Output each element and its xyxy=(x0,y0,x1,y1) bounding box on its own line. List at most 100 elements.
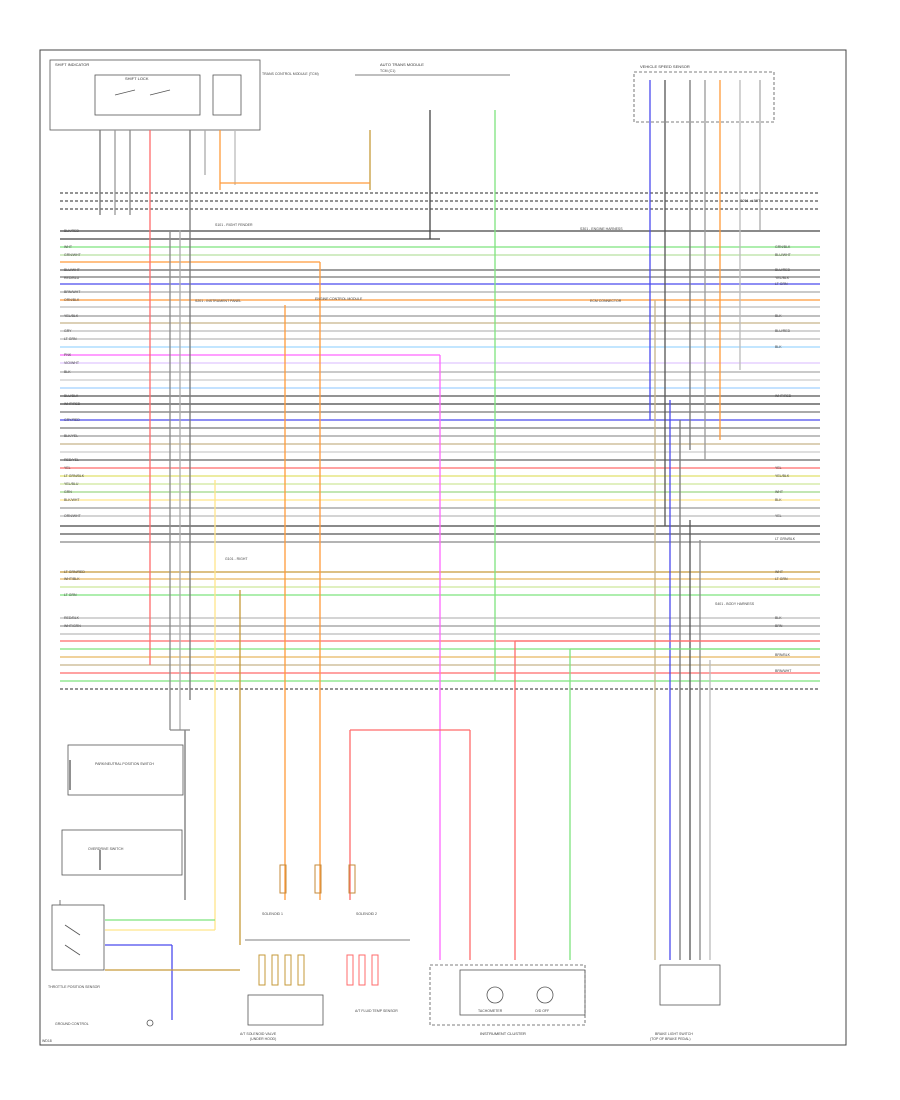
bottom-right-sub: (TOP OF BRAKE PEDAL) xyxy=(650,1037,691,1041)
right-wire-label: BLU/RED xyxy=(775,268,791,272)
left-wire-label: BLK xyxy=(64,370,71,374)
top-center-header2: TCM (C1) xyxy=(380,69,395,73)
bottom-box-2: A/T FLUID TEMP SENSOR xyxy=(355,1009,398,1013)
left-wire-label: BRN/WHT xyxy=(64,290,81,294)
bottom-right-label: BRAKE LIGHT SWITCH xyxy=(655,1032,693,1036)
left-wire-label: RED/YEL xyxy=(64,458,79,462)
connector-pin xyxy=(314,864,322,894)
left-wire-label: BLU/BLK xyxy=(64,394,79,398)
right-wire-label: BLK xyxy=(775,314,782,318)
right-wire-label: WHT xyxy=(775,490,784,494)
mid-note: ENGINE CONTROL MODULE xyxy=(315,297,363,301)
right-wire-label: WHT/RED xyxy=(775,394,792,398)
splice-right2: S401 - BODY HARNESS xyxy=(715,602,755,606)
left-wire-label: YEL/BLK xyxy=(64,314,79,318)
left-wire-label: WHT/BLK xyxy=(64,577,80,581)
right-wire-label: BRN/WHT xyxy=(775,669,792,673)
left-wire-label: YEL/BLU xyxy=(64,482,79,486)
right-wire-labels: GRN/BLK BLU/WHT BLU/RED YEL/BLK LT GRN BLK BLU… xyxy=(775,245,796,673)
left-wire-label: VIO/WHT xyxy=(64,361,80,365)
left-wire-labels: BLK/REDWHTGRN/WHTBLU/WHTRED/BLUBRN/WHTOR… xyxy=(64,229,85,628)
ground-note-left: G101 - RIGHT xyxy=(225,557,248,561)
left-wire-label: ORN/WHT xyxy=(64,514,82,518)
left-wire-label: LT GRN/RED xyxy=(64,570,85,574)
right-wire-label: YEL/BLK xyxy=(775,474,790,478)
right-wire-label: WHT xyxy=(775,570,784,574)
left-wire-label: RED/BLK xyxy=(64,616,80,620)
connector-pin xyxy=(348,864,356,894)
left-wire-label: PNK xyxy=(64,353,72,357)
left-wire-label: BLK/WHT xyxy=(64,498,80,502)
right-wire-label: BRN xyxy=(775,624,783,628)
lower-left-label-1: PARK/NEUTRAL POSITION SWITCH xyxy=(95,762,154,766)
lower-left-ground: GROUND CONTROL xyxy=(55,1022,89,1026)
connector-pin xyxy=(284,954,292,986)
splice-right: S301 - ENGINE HARNESS xyxy=(580,227,623,231)
top-left-component: SHIFT INDICATOR SHIFT LOCK TRANS CONTROL… xyxy=(49,59,319,131)
right-wire-label: BLU/RED xyxy=(775,329,791,333)
ground-note-right: G201 - LEFT xyxy=(740,199,761,203)
right-wire-label: BLK xyxy=(775,616,782,620)
connector-pin xyxy=(358,954,366,986)
connector-pin xyxy=(346,954,354,986)
right-wire-label: BRN/BLK xyxy=(775,653,791,657)
connector-pin xyxy=(297,954,305,986)
mid-right-note: ECM CONNECTOR xyxy=(590,299,622,303)
right-wire-label: LT GRN xyxy=(775,282,788,286)
splice-mid: S201 - INSTRUMENT PANEL xyxy=(195,299,241,303)
right-wire-label: YEL xyxy=(775,514,782,518)
instrument-cluster: TACHOMETER O/D OFF INSTRUMENT CLUSTER xyxy=(429,964,586,1036)
left-wire-label: GRY/RED xyxy=(64,418,80,422)
left-wire-label: WHT/GRN xyxy=(64,624,81,628)
left-wire-label: LT GRN xyxy=(64,337,77,341)
left-wire-label: LT GRN/BLK xyxy=(64,474,85,478)
left-wire-label: WHT/RED xyxy=(64,402,81,406)
bottom-box-1-sub: (UNDER HOOD) xyxy=(250,1037,276,1041)
cluster-right-label: O/D OFF xyxy=(535,1009,549,1013)
right-wire-label: YEL xyxy=(775,466,782,470)
left-wire-label: BLK/RED xyxy=(64,229,79,233)
left-wire-label: BLU/WHT xyxy=(64,268,81,272)
footer-code: WD18 xyxy=(42,1039,52,1043)
lower-left-label-2: OVERDRIVE SWITCH xyxy=(88,847,124,851)
right-wire-label: BLK xyxy=(775,345,782,349)
top-right-component: VEHICLE SPEED SENSOR xyxy=(633,64,775,123)
connector-pin xyxy=(258,954,266,986)
left-wire-label: LT GRN xyxy=(64,593,77,597)
connector-pin xyxy=(271,954,279,986)
right-wire-label: LT GRN/BLK xyxy=(775,537,796,541)
vertical-wires xyxy=(59,80,820,1020)
left-wire-label: YEL xyxy=(64,466,71,470)
diagram-frame xyxy=(39,49,847,1046)
lower-left-label-3: THROTTLE POSITION SENSOR xyxy=(48,985,100,989)
bottom-right-component: BRAKE LIGHT SWITCH (TOP OF BRAKE PEDAL) xyxy=(650,964,721,1041)
connector-pin xyxy=(371,954,379,986)
left-wire-label: BLK/YEL xyxy=(64,434,78,438)
top-left-note: TRANS CONTROL MODULE (TCM) xyxy=(262,72,319,76)
right-wire-label: BLU/WHT xyxy=(775,253,792,257)
splice-left: S101 - RIGHT FENDER xyxy=(215,223,253,227)
bottom-conn-1: SOLENOID 1 xyxy=(262,912,283,916)
cluster-left-label: TACHOMETER xyxy=(478,1009,503,1013)
right-wire-label: YEL/BLK xyxy=(775,276,790,280)
instrument-cluster-label: INSTRUMENT CLUSTER xyxy=(480,1031,526,1036)
left-wire-label: GRN/WHT xyxy=(64,253,82,257)
left-wire-label: GRN xyxy=(64,490,72,494)
right-wire-label: BLK xyxy=(775,498,782,502)
right-wire-label: LT GRN xyxy=(775,577,788,581)
left-wire-label: ORN/BLK xyxy=(64,298,80,302)
connector-pin xyxy=(279,864,287,894)
top-center-header: AUTO TRANS MODULE xyxy=(380,62,424,67)
top-right-header: VEHICLE SPEED SENSOR xyxy=(640,64,690,69)
lower-left-components: PARK/NEUTRAL POSITION SWITCH OVERDRIVE S… xyxy=(48,744,184,1027)
top-center-component: AUTO TRANS MODULE TCM (C1) xyxy=(355,62,510,76)
right-wire-label: GRN/BLK xyxy=(775,245,791,249)
top-left-block-label: SHIFT INDICATOR xyxy=(55,62,89,67)
bottom-box-1: A/T SOLENOID VALVE xyxy=(240,1032,277,1036)
bottom-conn-2: SOLENOID 2 xyxy=(356,912,377,916)
top-left-inner-label: SHIFT LOCK xyxy=(125,76,149,81)
left-wire-label: RED/BLU xyxy=(64,276,80,280)
splice-notes: S101 - RIGHT FENDER S301 - ENGINE HARNES… xyxy=(195,199,761,606)
left-wire-label: GRY xyxy=(64,329,72,333)
